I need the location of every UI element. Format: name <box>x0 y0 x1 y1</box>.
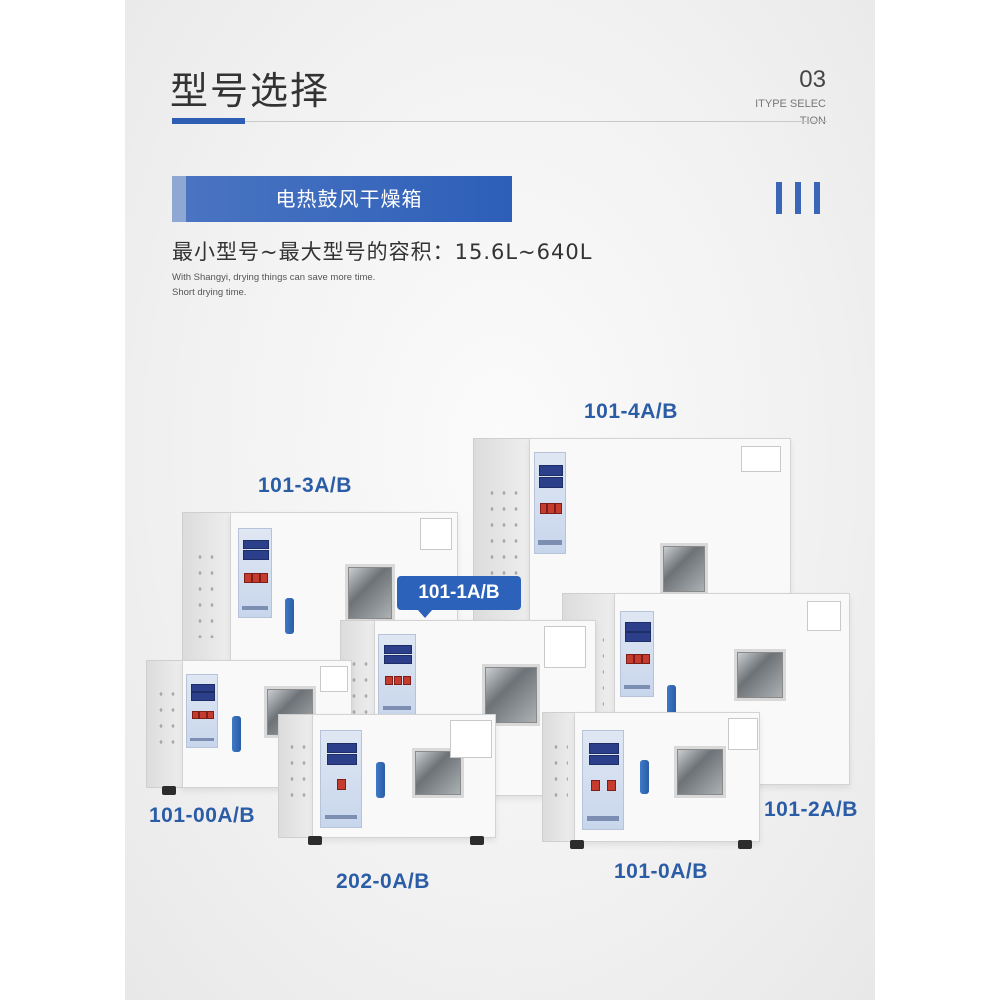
model-label-101-4ab: 101-4A/B <box>584 400 678 423</box>
banner-accent-strip <box>172 176 186 222</box>
oven-101-0ab <box>542 712 760 849</box>
section-number: 03 <box>799 66 826 93</box>
description-en: With Shangyi, drying things can save mor… <box>172 270 375 300</box>
category-banner: 电热鼓风干燥箱 <box>186 176 512 222</box>
model-label-101-2ab: 101-2A/B <box>764 798 858 821</box>
decorative-bars-icon <box>776 182 820 214</box>
model-callout-101-1ab: 101-1A/B <box>397 576 521 618</box>
model-label-101-3ab: 101-3A/B <box>258 474 352 497</box>
header-divider <box>172 121 827 122</box>
capacity-text: 最小型号~最大型号的容积：15.6L~640L <box>172 240 593 264</box>
description-line1: With Shangyi, drying things can save mor… <box>172 272 376 283</box>
model-label-101-00ab: 101-00A/B <box>149 804 256 827</box>
page-title: 型号选择 <box>170 69 331 113</box>
model-label-202-0ab: 202-0A/B <box>336 870 430 893</box>
section-subtitle-line1: ITYPE SELEC <box>755 98 826 110</box>
section-subtitle-en: ITYPE SELEC TION <box>746 96 826 130</box>
header-accent-bar <box>172 118 245 124</box>
oven-202-0ab <box>278 714 496 845</box>
description-line2: Short drying time. <box>172 287 247 298</box>
model-label-101-0ab: 101-0A/B <box>614 860 708 883</box>
